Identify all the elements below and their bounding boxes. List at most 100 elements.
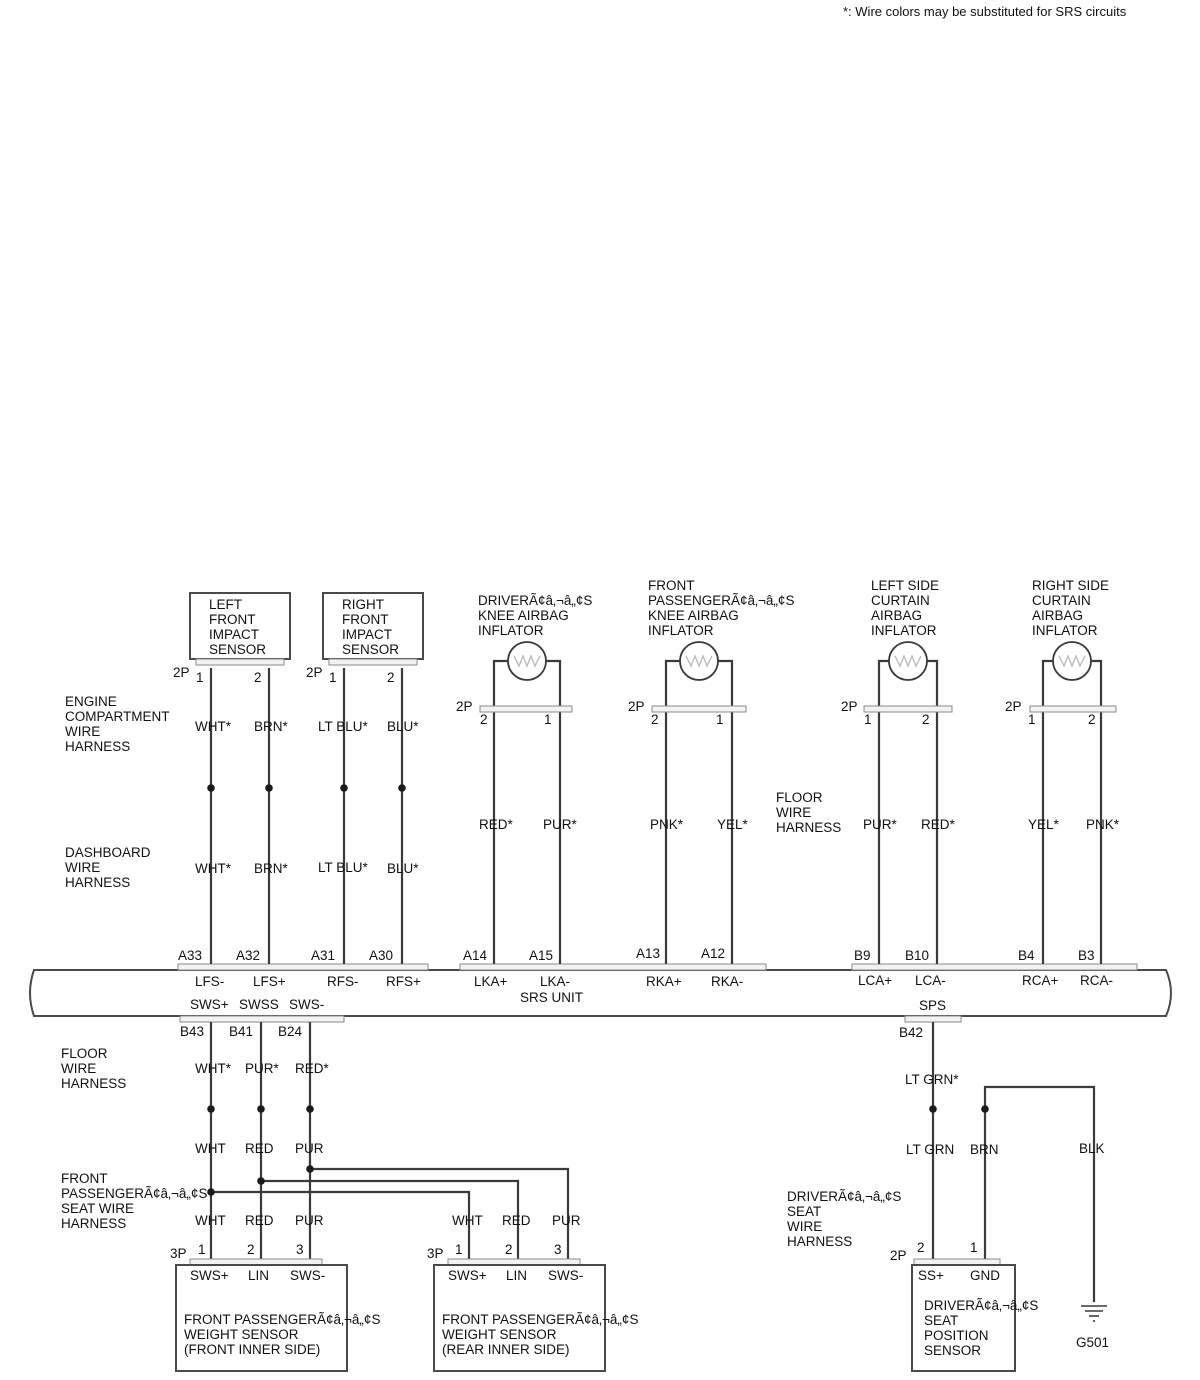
svg-text:WHT: WHT bbox=[195, 1141, 226, 1156]
svg-text:INFLATOR: INFLATOR bbox=[871, 623, 937, 638]
svg-text:LEFT: LEFT bbox=[209, 597, 242, 612]
svg-text:DRIVERÃ¢â‚¬â„¢S: DRIVERÃ¢â‚¬â„¢S bbox=[787, 1189, 901, 1204]
svg-text:BLK: BLK bbox=[1079, 1141, 1105, 1156]
svg-text:RED: RED bbox=[502, 1213, 531, 1228]
svg-text:FRONT: FRONT bbox=[342, 612, 389, 627]
svg-text:DASHBOARD: DASHBOARD bbox=[65, 845, 151, 860]
svg-text:FRONT: FRONT bbox=[209, 612, 256, 627]
svg-text:2P: 2P bbox=[890, 1248, 907, 1263]
svg-text:A14: A14 bbox=[463, 948, 488, 963]
inflator-icon bbox=[507, 641, 547, 681]
ground-icon bbox=[1081, 1305, 1107, 1322]
svg-text:SWS-: SWS- bbox=[290, 1268, 325, 1283]
svg-text:2: 2 bbox=[387, 670, 395, 685]
inflator-icon bbox=[679, 641, 719, 681]
svg-text:BLU*: BLU* bbox=[387, 861, 419, 876]
svg-text:A12: A12 bbox=[701, 946, 725, 961]
svg-text:3P: 3P bbox=[170, 1246, 187, 1261]
svg-text:2P: 2P bbox=[628, 699, 645, 714]
svg-text:WHT*: WHT* bbox=[195, 1061, 232, 1076]
svg-text:YEL*: YEL* bbox=[1028, 817, 1060, 832]
pin-numbers: 1 2 1 2 2 1 2 1 1 2 1 2 1 2 3 1 2 3 2 1 bbox=[196, 670, 1096, 1257]
svg-text:WIRE: WIRE bbox=[61, 1061, 96, 1076]
srs-connector-b-right bbox=[851, 963, 1138, 971]
svg-text:SWS+: SWS+ bbox=[190, 997, 229, 1012]
svg-text:RCA+: RCA+ bbox=[1022, 973, 1059, 988]
srs-signal-names: LFS- LFS+ RFS- RFS+ LKA+ LKA- RKA+ RKA- … bbox=[190, 973, 1113, 1013]
svg-text:LIN: LIN bbox=[506, 1268, 527, 1283]
svg-text:PUR: PUR bbox=[552, 1213, 581, 1228]
floor-harness-label-upper: FLOOR WIRE HARNESS bbox=[776, 790, 841, 835]
svg-text:2P: 2P bbox=[841, 699, 858, 714]
left-front-impact-sensor: LEFT FRONT IMPACT SENSOR bbox=[189, 592, 291, 666]
svg-text:A30: A30 bbox=[369, 948, 393, 963]
svg-text:1: 1 bbox=[544, 712, 552, 727]
svg-text:2P: 2P bbox=[1005, 699, 1022, 714]
connector-junctions bbox=[207, 784, 989, 1196]
svg-text:2: 2 bbox=[247, 1242, 255, 1257]
svg-text:WIRE: WIRE bbox=[65, 860, 100, 875]
svg-text:SPS: SPS bbox=[919, 998, 946, 1013]
svg-text:PASSENGERÃ¢â‚¬â„¢S: PASSENGERÃ¢â‚¬â„¢S bbox=[61, 1186, 207, 1201]
svg-text:WIRE: WIRE bbox=[776, 805, 811, 820]
svg-text:RED*: RED* bbox=[295, 1061, 330, 1076]
svg-text:RED: RED bbox=[245, 1213, 274, 1228]
srs-connector-b42 bbox=[904, 1015, 962, 1023]
svg-text:SWS+: SWS+ bbox=[190, 1268, 229, 1283]
svg-text:CURTAIN: CURTAIN bbox=[871, 593, 930, 608]
svg-text:BRN: BRN bbox=[970, 1142, 999, 1157]
wires bbox=[209, 668, 1103, 1302]
inflator-icon bbox=[888, 641, 928, 681]
inflator-icon bbox=[1052, 641, 1092, 681]
svg-text:DRIVERÃ¢â‚¬â„¢S: DRIVERÃ¢â‚¬â„¢S bbox=[924, 1298, 1038, 1313]
svg-text:A31: A31 bbox=[311, 948, 335, 963]
svg-text:HARNESS: HARNESS bbox=[65, 739, 130, 754]
svg-text:PUR*: PUR* bbox=[543, 817, 578, 832]
svg-text:B42: B42 bbox=[899, 1025, 923, 1040]
svg-text:IMPACT: IMPACT bbox=[209, 627, 259, 642]
svg-text:HARNESS: HARNESS bbox=[61, 1076, 126, 1091]
svg-text:RED*: RED* bbox=[921, 817, 956, 832]
svg-text:COMPARTMENT: COMPARTMENT bbox=[65, 709, 170, 724]
svg-text:SWSS: SWSS bbox=[239, 997, 279, 1012]
svg-text:2: 2 bbox=[1088, 712, 1096, 727]
svg-text:B4: B4 bbox=[1018, 948, 1035, 963]
svg-text:B43: B43 bbox=[180, 1024, 204, 1039]
svg-text:KNEE AIRBAG: KNEE AIRBAG bbox=[478, 608, 569, 623]
svg-text:1: 1 bbox=[1028, 712, 1036, 727]
svg-text:RFS-: RFS- bbox=[327, 974, 359, 989]
ground-label: G501 bbox=[1076, 1335, 1109, 1350]
svg-text:3P: 3P bbox=[427, 1246, 444, 1261]
svg-text:A32: A32 bbox=[236, 948, 260, 963]
passenger-knee-airbag-inflator: FRONT PASSENGERÃ¢â‚¬â„¢S KNEE AIRBAG INF… bbox=[648, 578, 794, 713]
svg-text:2P: 2P bbox=[173, 665, 190, 680]
svg-text:HARNESS: HARNESS bbox=[61, 1216, 126, 1231]
svg-text:PUR*: PUR* bbox=[245, 1061, 280, 1076]
svg-text:3: 3 bbox=[554, 1242, 562, 1257]
svg-text:ENGINE: ENGINE bbox=[65, 694, 117, 709]
svg-text:A15: A15 bbox=[529, 948, 553, 963]
svg-text:CURTAIN: CURTAIN bbox=[1032, 593, 1091, 608]
srs-connector-a-mid bbox=[459, 963, 767, 971]
engine-compartment-harness-label: ENGINE COMPARTMENT WIRE HARNESS bbox=[65, 694, 170, 754]
svg-text:RED: RED bbox=[245, 1141, 274, 1156]
svg-text:SEAT WIRE: SEAT WIRE bbox=[61, 1201, 134, 1216]
svg-text:SS+: SS+ bbox=[918, 1268, 944, 1283]
svg-text:PUR: PUR bbox=[295, 1141, 324, 1156]
svg-text:(REAR INNER SIDE): (REAR INNER SIDE) bbox=[442, 1342, 570, 1357]
svg-text:B10: B10 bbox=[905, 948, 929, 963]
right-side-curtain-airbag-inflator: RIGHT SIDE CURTAIN AIRBAG INFLATOR bbox=[1029, 578, 1117, 713]
right-front-impact-sensor: RIGHT FRONT IMPACT SENSOR bbox=[322, 592, 424, 666]
svg-text:FLOOR: FLOOR bbox=[776, 790, 823, 805]
svg-text:1: 1 bbox=[970, 1240, 978, 1255]
svg-text:GND: GND bbox=[970, 1268, 1000, 1283]
svg-text:FLOOR: FLOOR bbox=[61, 1046, 108, 1061]
svg-text:WIRE: WIRE bbox=[65, 724, 100, 739]
srs-terminal-numbers-bottom: B43 B41 B24 B42 bbox=[180, 1024, 923, 1040]
svg-text:WHT: WHT bbox=[195, 1213, 226, 1228]
driver-knee-airbag-inflator: DRIVERÃ¢â‚¬â„¢S KNEE AIRBAG INFLATOR bbox=[478, 593, 592, 713]
srs-unit-body bbox=[29, 969, 1172, 1017]
svg-text:LT GRN: LT GRN bbox=[906, 1142, 954, 1157]
svg-text:RED*: RED* bbox=[479, 817, 514, 832]
svg-text:BRN*: BRN* bbox=[254, 861, 289, 876]
